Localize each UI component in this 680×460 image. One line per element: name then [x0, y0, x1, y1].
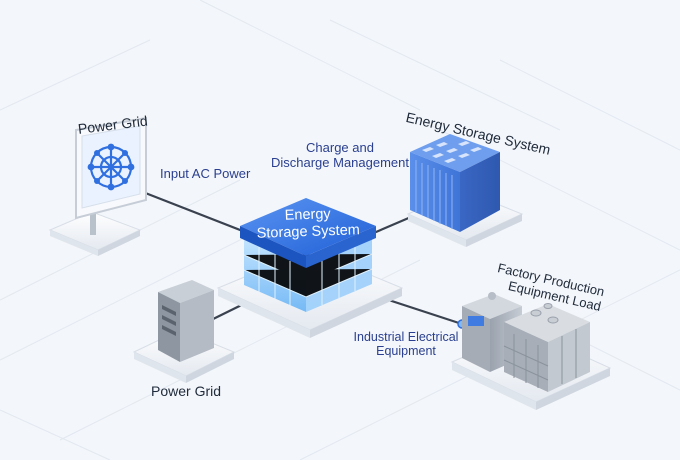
industrial-equipment-line1: Industrial Electrical [353, 330, 459, 344]
power-grid-network-icon [48, 116, 147, 256]
charge-discharge-label: Charge and Discharge Management [270, 140, 410, 171]
power-grid-bottom-label: Power Grid [151, 383, 222, 399]
server-cabinet-icon [132, 280, 236, 383]
cable-grid-to-core [128, 185, 260, 239]
industrial-equipment-line2: Equipment [376, 344, 436, 359]
charge-discharge-line2: Discharge Management [270, 154, 410, 170]
battery-container-icon [406, 134, 524, 247]
charge-discharge-line1: Charge and [306, 140, 374, 155]
factory-equipment-icon [450, 292, 612, 410]
core-title: Energy Storage System [245, 205, 370, 243]
industrial-equipment-label: Industrial Electrical Equipment [344, 330, 468, 359]
input-ac-power-label: Input AC Power [160, 166, 251, 181]
energy-storage-core-icon [216, 198, 404, 338]
